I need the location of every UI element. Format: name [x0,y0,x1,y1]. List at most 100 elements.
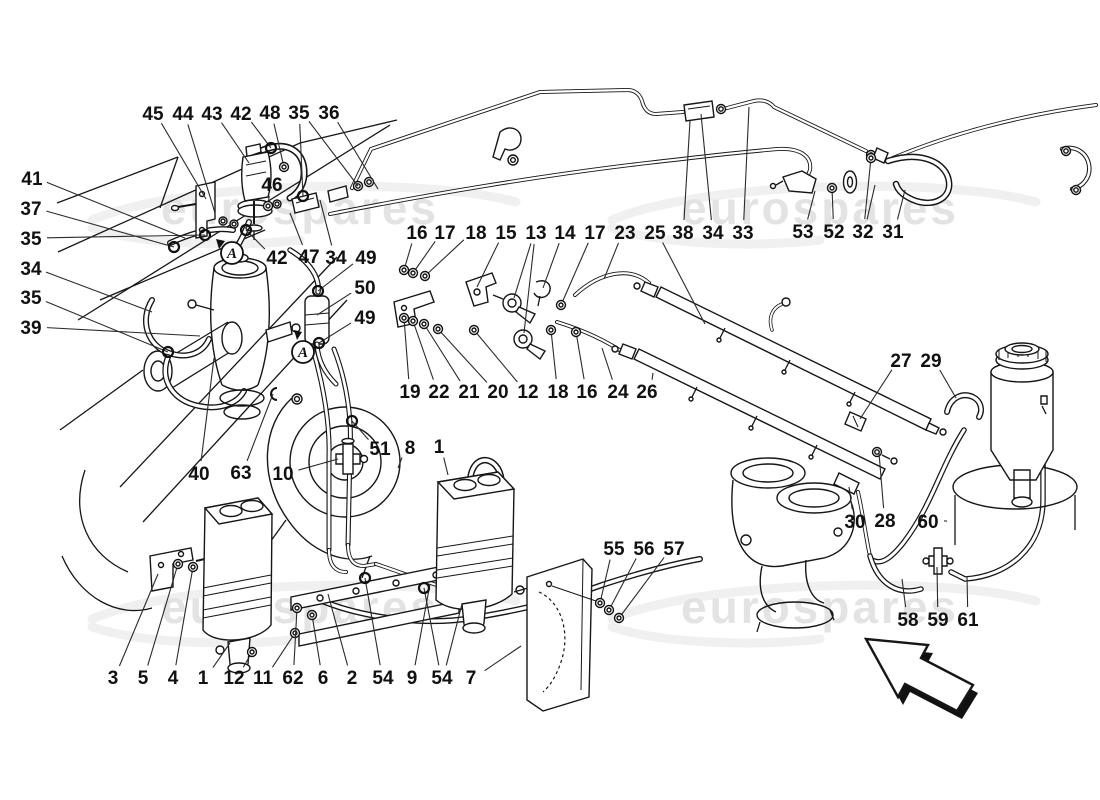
leader-line [896,189,906,220]
part-number-35: 35 [288,103,310,124]
leader-line [397,457,403,469]
fuel-pipes-top [327,87,1098,216]
part-number-16: 16 [406,223,427,244]
leader-line [403,317,410,380]
leader-line [45,300,169,353]
leader-line [939,369,957,399]
clamp-ring-icon [311,284,325,298]
leader-line [445,603,463,666]
leader-line [271,632,296,668]
part-number-10: 10 [272,464,293,485]
part-number-35: 35 [20,288,42,309]
leader-line [966,575,969,608]
part-number-54: 54 [372,668,394,689]
part-number-52: 52 [823,222,844,243]
leader-line [743,106,750,221]
leader-line [308,121,359,187]
part-number-15: 15 [495,223,517,244]
part-number-47: 47 [298,247,319,268]
leader-line [575,331,585,380]
clamp-ring-icon [312,336,326,350]
leader-line [807,190,816,220]
part-number-17: 17 [434,223,455,244]
leader-line [311,614,321,666]
leader-line [473,329,518,383]
leader-line [118,573,159,667]
watermark-bottom-right: eurospares [607,580,1041,648]
part-number-41: 41 [21,169,43,190]
leader-line [423,323,461,382]
shield-plate-7 [526,558,597,712]
part-number-63: 63 [230,463,251,484]
leader-line [618,557,665,619]
tee-fitting-59 [922,547,954,575]
part-number-27: 27 [890,351,911,372]
part-number-55: 55 [603,539,625,560]
part-number-62: 62 [282,668,303,689]
leader-line [45,271,153,313]
leader-line [700,113,712,221]
part-number-17: 17 [584,223,605,244]
sleeve-30 [833,472,860,495]
part-number-39: 39 [20,318,41,339]
part-number-51: 51 [369,439,391,460]
leader-line [299,123,304,197]
leader-line [187,124,216,214]
part-number-30: 30 [844,512,865,533]
direction-tick [216,239,225,249]
intake-trumpet [776,482,852,514]
leader-line [160,122,207,200]
leader-line [46,327,201,337]
part-number-14: 14 [554,223,576,244]
part-number-2: 2 [347,668,358,689]
leader-line [46,210,175,248]
part-number-44: 44 [172,104,194,125]
leader-line [412,241,436,274]
clamp-ring-icon [296,189,310,203]
leader-line [683,120,691,221]
leader-line [608,558,637,611]
leader-line [901,578,907,608]
leader-line [46,181,186,239]
leader-line [859,369,893,420]
leader-line [437,328,488,383]
direction-arrow [863,637,978,719]
leader-line [484,645,522,672]
inline-filter-50 [304,295,330,345]
leader-line [212,642,231,668]
watermark-text: eurospares [681,182,959,234]
part-number-18: 18 [465,223,486,244]
part-number-24: 24 [607,382,629,403]
part-number-7: 7 [466,668,477,689]
part-number-4: 4 [168,668,179,689]
leader-line [443,457,449,476]
part-number-58: 58 [897,610,918,631]
valve-cluster [393,272,551,361]
part-number-45: 45 [142,104,164,125]
valve-13b [513,329,533,349]
part-number-34: 34 [702,223,724,244]
leader-line [864,157,872,220]
part-number-9: 9 [407,668,418,689]
detail-marker-circle [291,340,315,364]
part-number-61: 61 [957,610,979,631]
part-number-1: 1 [198,668,209,689]
pipe-clamp-mid [492,127,522,166]
clamp-ring-icon [198,228,212,242]
leader-line [599,559,611,604]
tee-fitting-10 [335,437,369,475]
part-number-18: 18 [547,382,568,403]
fuel-rails [555,271,947,495]
part-number-12: 12 [223,668,244,689]
intake-trumpet [730,457,806,489]
part-number-50: 50 [354,278,375,299]
part-number-38: 38 [672,223,693,244]
valve-13 [502,293,522,313]
leader-line [550,329,557,380]
clamp-ring-icon [239,223,253,237]
leader-line [319,199,333,246]
part-number-26: 26 [636,382,657,403]
part-number-20: 20 [487,382,508,403]
part-number-59: 59 [927,610,948,631]
